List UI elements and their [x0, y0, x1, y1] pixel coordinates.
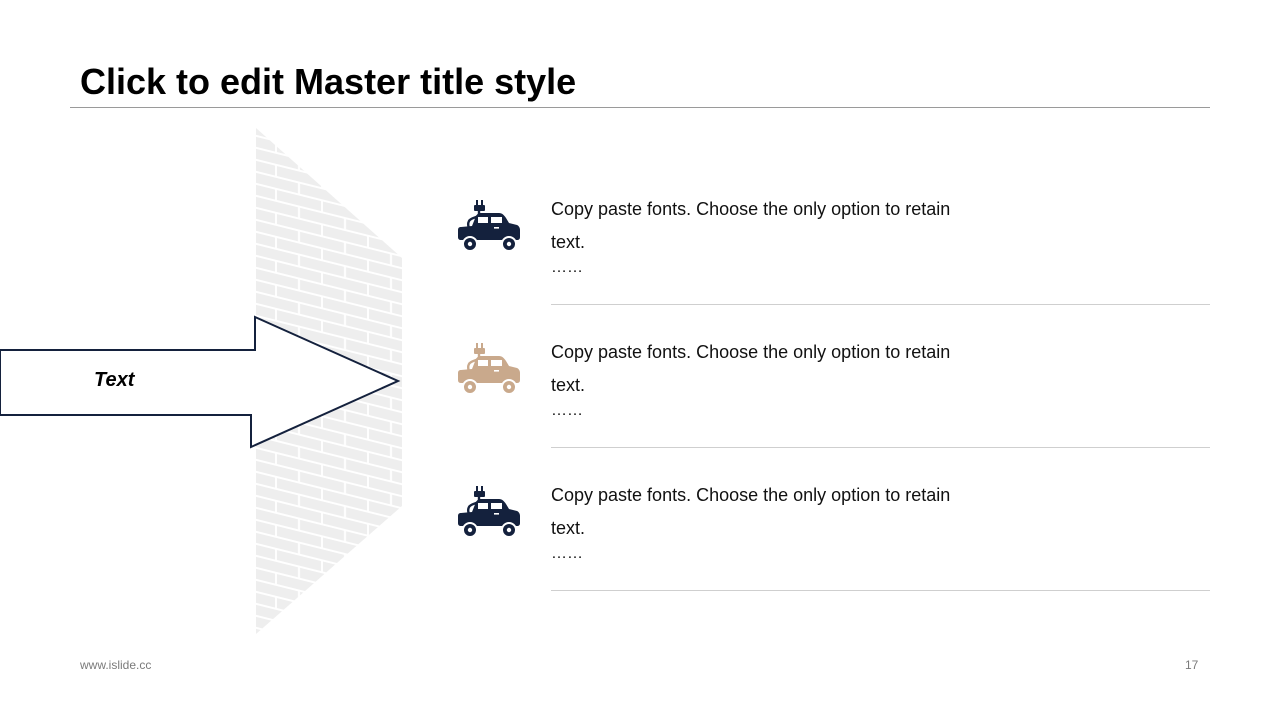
item-divider [551, 304, 1210, 305]
slide-title: Click to edit Master title style [80, 61, 577, 102]
list-item: Copy paste fonts. Choose the only option… [458, 337, 1210, 480]
electric-car-icon [458, 343, 520, 395]
item-ellipsis: …… [551, 402, 583, 419]
item-ellipsis: …… [551, 259, 583, 276]
item-text: Copy paste fonts. Choose the only option… [551, 485, 951, 538]
list-item: Copy paste fonts. Choose the only option… [458, 480, 1210, 623]
title-divider [70, 107, 1210, 108]
item-text: Copy paste fonts. Choose the only option… [551, 199, 951, 252]
electric-car-icon [458, 200, 520, 252]
arrow-label: Text [94, 369, 135, 391]
item-text: Copy paste fonts. Choose the only option… [551, 342, 951, 395]
list-item: Copy paste fonts. Choose the only option… [458, 194, 1210, 337]
footer-url: www.islide.cc [80, 658, 152, 672]
item-ellipsis: …… [551, 545, 583, 562]
arrow-shape [0, 315, 401, 449]
electric-car-icon [458, 486, 520, 538]
page-number: 17 [1185, 658, 1199, 672]
item-divider [551, 447, 1210, 448]
item-divider [551, 590, 1210, 591]
